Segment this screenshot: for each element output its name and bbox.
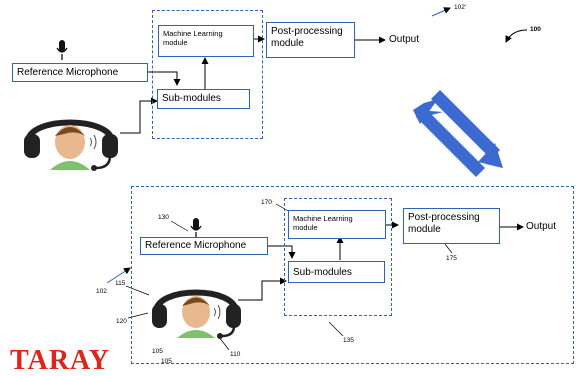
- bottom-sub-modules-box: Sub-modules: [288, 261, 385, 283]
- ref-120: 120: [116, 318, 127, 325]
- ref-110: 110: [230, 351, 241, 358]
- ref-170: 170: [261, 199, 272, 206]
- top-ml-module-box: Machine Learning module: [158, 25, 254, 57]
- leader-115: [125, 285, 150, 296]
- top-sub-modules-label: Sub-modules: [162, 93, 221, 104]
- microphone-icon: [190, 218, 202, 238]
- bottom-processing-dashed-boundary: [284, 198, 392, 316]
- leader-170: [275, 203, 291, 213]
- bottom-ml-module-box: Machine Learning module: [288, 210, 386, 239]
- b-refmic-to-submodules-arrow: [268, 245, 296, 259]
- top-post-processing-box: Post-processing module: [266, 22, 355, 58]
- ref-102: 102: [96, 288, 107, 295]
- top-system-dashed-boundary: [152, 10, 263, 139]
- bottom-sub-modules-label: Sub-modules: [293, 267, 352, 278]
- headset-user-icon: [152, 289, 241, 339]
- top-sub-modules-box: Sub-modules: [157, 89, 250, 109]
- top-output-label: Output: [389, 34, 420, 45]
- double-arrow-icon: [413, 90, 503, 177]
- bottom-output-label: Output: [526, 221, 557, 232]
- bottom-reference-microphone-label: Reference Microphone: [145, 240, 247, 251]
- bottom-system-dashed-boundary: [131, 186, 574, 364]
- refmic-to-submodules-arrow: [148, 71, 181, 86]
- ref-130: 130: [158, 214, 169, 221]
- ref-102-prime: 102': [454, 4, 467, 11]
- bottom-ml-module-label: Machine Learning module: [293, 214, 353, 232]
- top-ml-module-label: Machine Learning module: [163, 29, 223, 47]
- headset-user-icon: [24, 119, 118, 171]
- ref-100: 100: [530, 26, 541, 33]
- leader-110: [218, 336, 230, 351]
- ref-105b: 105: [161, 358, 172, 365]
- ref-105a: 105: [152, 348, 163, 355]
- watermark-text: TARAY: [10, 345, 110, 376]
- leader-102p: [431, 7, 451, 17]
- top-reference-microphone-label: Reference Microphone: [17, 67, 119, 78]
- leader-100: [505, 29, 528, 43]
- top-post-processing-label: Post-processing module: [271, 26, 343, 49]
- leader-130: [170, 220, 189, 232]
- leader-175: [444, 243, 453, 254]
- leader-102: [106, 267, 131, 284]
- bottom-post-processing-label: Post-processing module: [408, 212, 480, 235]
- bottom-post-processing-box: Post-processing module: [403, 208, 500, 244]
- ref-135: 135: [343, 337, 354, 344]
- bottom-reference-microphone-box: Reference Microphone: [140, 237, 268, 255]
- top-reference-microphone-box: Reference Microphone: [12, 63, 148, 82]
- ref-115: 115: [115, 280, 126, 287]
- headset-to-submodules-arrow: [120, 97, 158, 134]
- microphone-icon: [56, 40, 68, 60]
- ref-175: 175: [446, 255, 457, 262]
- leader-135: [328, 321, 344, 337]
- b-headset-to-submodules-arrow: [238, 277, 287, 301]
